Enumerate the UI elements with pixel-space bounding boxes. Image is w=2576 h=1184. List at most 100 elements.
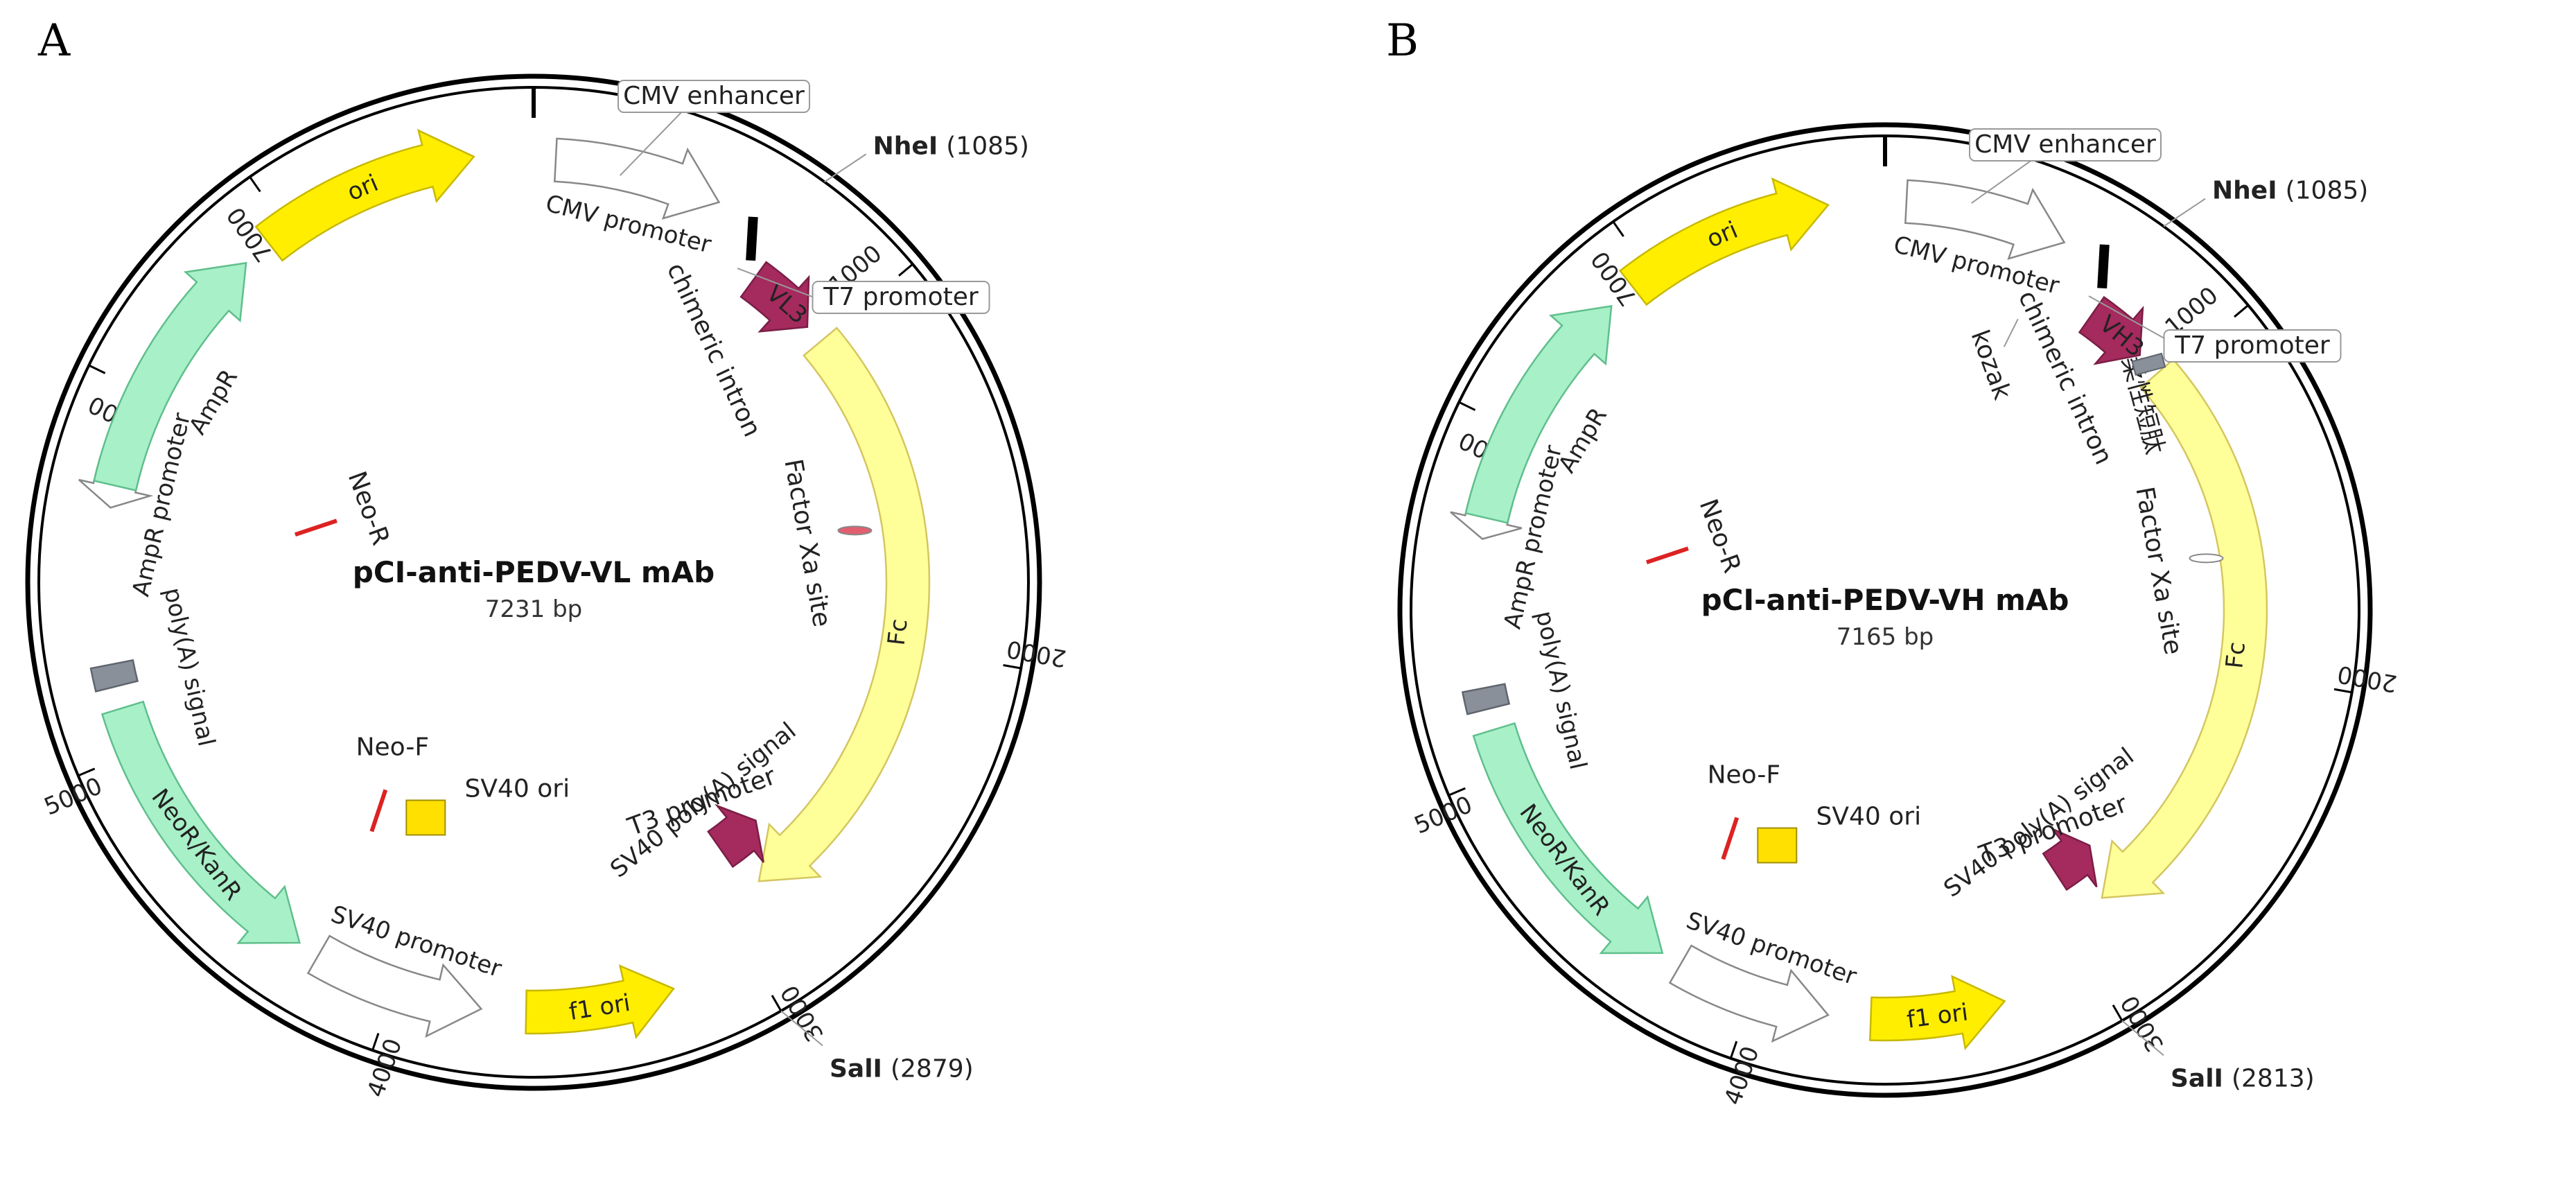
- tick-label: 4000: [1719, 1043, 1765, 1108]
- nhei-leader: [2163, 198, 2206, 227]
- feature-ampr: [1464, 305, 1613, 524]
- feature-neor: [100, 700, 301, 944]
- tick-mark: [88, 364, 106, 374]
- tick-label: 4000: [362, 1035, 408, 1101]
- feature-ori: [1618, 177, 1830, 306]
- tick-mark: [249, 176, 261, 193]
- plasmid-size: 7165 bp: [1837, 623, 1934, 651]
- cmv-enhancer-label-box: [617, 80, 810, 113]
- factor-xa-site-marker: [837, 525, 873, 536]
- cmv-enhancer-label-box: [1969, 128, 2162, 162]
- feature-label-fc: Fc: [2220, 641, 2251, 670]
- feature-label-polya: poly(A) signal: [1530, 609, 1593, 772]
- nhei-name: NheI: [873, 132, 938, 160]
- feature-sv40-promoter: [1668, 944, 1830, 1043]
- sali-name: SalI: [2171, 1064, 2223, 1092]
- plasmid-map-b: B7000100020003000400050006000CMV promote…: [1386, 15, 2399, 1108]
- feature-label-fc: Fc: [883, 618, 913, 647]
- feature-sv40-pa: [707, 803, 765, 869]
- intron-marker: [746, 216, 758, 261]
- feature-vh3: [2078, 295, 2144, 365]
- t7-promoter-label: T7 promoter: [2174, 331, 2330, 360]
- nhei-name: NheI: [2212, 177, 2277, 205]
- cmv-enhancer-leader: [1971, 155, 2038, 204]
- neo-r-primer: [294, 519, 338, 537]
- cmv-enhancer-leader: [620, 107, 687, 176]
- feature-label-polya: poly(A) signal: [158, 585, 220, 749]
- tick-mark: [2234, 304, 2249, 318]
- sali-site-label: SalI (2813): [2171, 1064, 2315, 1092]
- cmv-enhancer-label: CMV enhancer: [623, 82, 805, 110]
- feature-sv40-promoter: [306, 934, 483, 1038]
- neo-f-label: Neo-F: [356, 733, 429, 761]
- backbone-outer-ring: [1397, 122, 2373, 1098]
- factor-xa-label: Factor Xa site: [778, 457, 836, 629]
- tick-mark: [1729, 1041, 1738, 1059]
- tick-mark: [2333, 688, 2352, 694]
- feature-ampr: [93, 261, 247, 491]
- neo-f-primer: [369, 789, 388, 833]
- nhei-site-label: NheI (1085): [873, 132, 1029, 160]
- tick-mark: [371, 1033, 380, 1051]
- feature-label-neor: NeoR/KanR: [146, 784, 247, 906]
- t7-promoter-label: T7 promoter: [823, 283, 979, 311]
- sv40-ori-feature: [1757, 827, 1798, 864]
- feature-f1-ori: [525, 964, 675, 1040]
- plasmid-size: 7231 bp: [485, 595, 583, 623]
- neo-r-label: Neo-R: [1694, 496, 1746, 577]
- tick-mark: [898, 263, 913, 277]
- feature-label-ampr: AmpR: [184, 365, 243, 439]
- feature-neor: [1472, 722, 1664, 955]
- sv40-ori-label: SV40 ori: [1816, 802, 1922, 830]
- feature-fc: [757, 327, 931, 882]
- feature-f1-ori: [1869, 975, 2006, 1051]
- feature-sv40-pa: [2042, 828, 2098, 891]
- feature-fc: [2101, 358, 2268, 899]
- neo-f-label: Neo-F: [1708, 760, 1780, 789]
- panel-label-b: B: [1386, 15, 1419, 67]
- neo-f-primer: [1721, 817, 1740, 860]
- sali-leader: [2121, 1020, 2164, 1056]
- feature-ori: [254, 128, 475, 262]
- linker-feature: [2131, 352, 2166, 376]
- sali-position: (2813): [2232, 1064, 2315, 1092]
- neo-r-label: Neo-R: [342, 468, 395, 549]
- feature-label-neor: NeoR/KanR: [1514, 799, 1615, 921]
- kozak-leader: [2003, 318, 2019, 347]
- tick-mark: [78, 767, 96, 777]
- feature-label-ampr: AmpR: [1553, 403, 1613, 478]
- tick-mark: [771, 995, 782, 1012]
- feature-cmv-promoter: [553, 137, 721, 220]
- sali-name: SalI: [830, 1054, 882, 1083]
- t7-promoter-label-box: [2163, 329, 2342, 363]
- factor-xa-site-marker: [2189, 553, 2224, 564]
- neo-r-primer: [1645, 546, 1689, 565]
- plasmid-name: pCI-anti-PEDV-VL mAb: [353, 555, 715, 589]
- tick-mark: [1458, 401, 1476, 411]
- feature-polya: [1461, 683, 1511, 715]
- feature-polya: [89, 659, 139, 693]
- tick-label: 3000: [2116, 991, 2170, 1056]
- backbone-outer-ring: [25, 73, 1042, 1091]
- feature-vl3: [739, 261, 810, 333]
- sali-position: (2879): [891, 1054, 974, 1083]
- sv40-ori-label: SV40 ori: [465, 774, 570, 803]
- tick-mark: [1448, 787, 1466, 796]
- t7-promoter-label-box: [812, 281, 990, 314]
- tick-mark: [1612, 220, 1624, 237]
- tick-mark: [1003, 663, 1022, 670]
- nhei-leader: [824, 153, 867, 183]
- nhei-site-label: NheI (1085): [2212, 177, 2368, 205]
- cmv-enhancer-label: CMV enhancer: [1974, 130, 2156, 159]
- feature-cmv-promoter: [1904, 179, 2066, 260]
- sv40-ori-feature: [405, 799, 446, 836]
- intron-marker: [2097, 244, 2110, 289]
- plasmid-map-a: A7000100020003000400050006000CMV promote…: [25, 15, 1069, 1101]
- nhei-position: (1085): [2286, 177, 2369, 205]
- nhei-position: (1085): [946, 132, 1029, 160]
- sali-site-label: SalI (2879): [830, 1054, 974, 1083]
- panel-label-a: A: [37, 15, 71, 67]
- tick-mark: [2112, 1004, 2123, 1022]
